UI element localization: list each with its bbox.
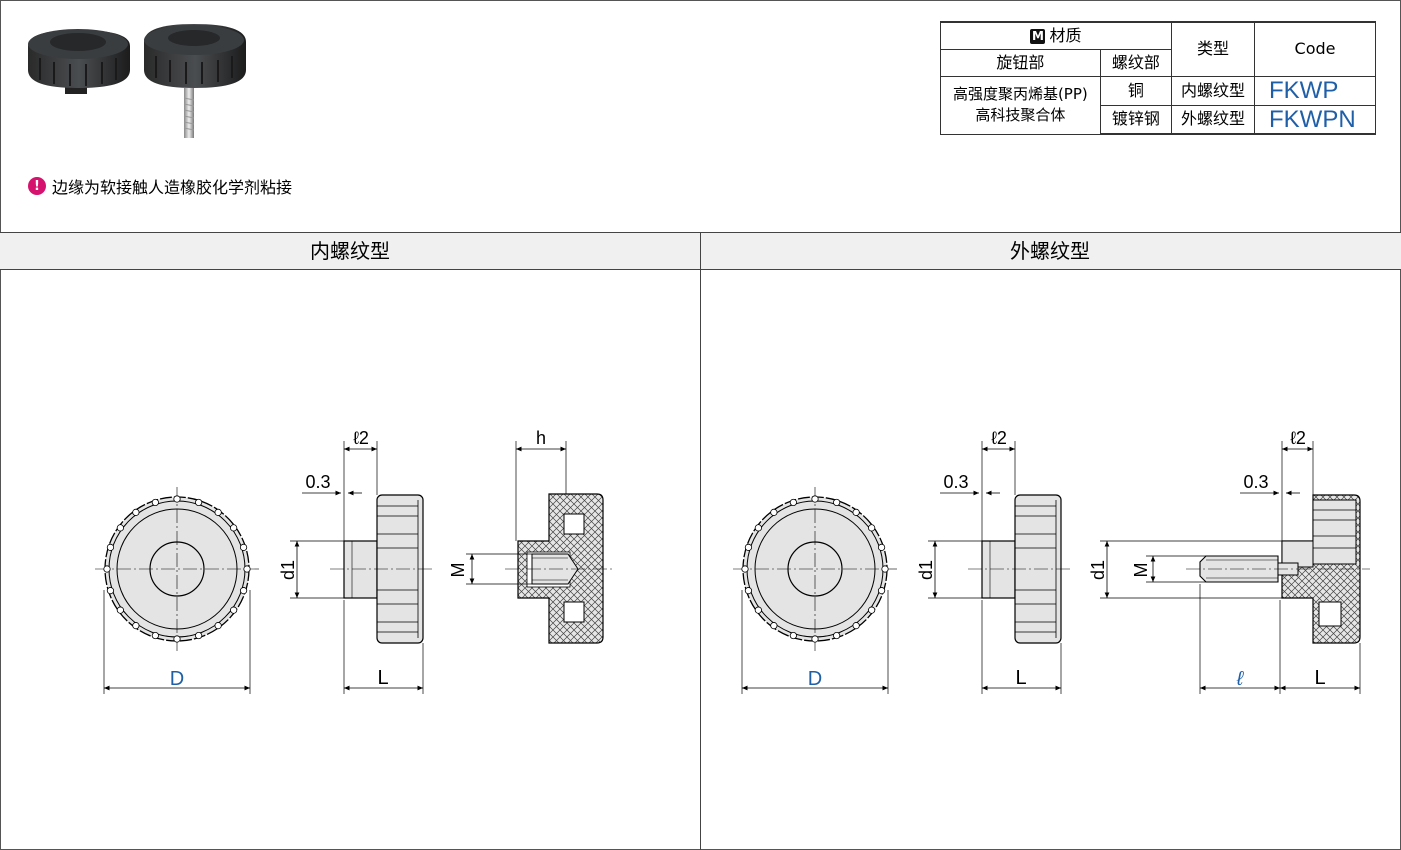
- knurl-notch: [852, 622, 860, 630]
- knurl-notch: [230, 606, 238, 614]
- knurl-notch: [741, 565, 749, 573]
- drawing-internal-side-view: d1 ℓ2 0.3 L: [278, 428, 432, 694]
- dim-l2-label: ℓ2: [353, 428, 369, 448]
- knurl-notch: [881, 565, 889, 573]
- knurl-notch: [868, 524, 876, 532]
- knob-header: 旋钮部: [940, 49, 1101, 77]
- knurl-notch: [833, 498, 841, 507]
- exclamation-icon: !: [28, 177, 46, 195]
- knurl-notch: [106, 543, 115, 551]
- knurl-notch: [868, 606, 876, 614]
- knurl-notch: [243, 565, 251, 573]
- thread-header: 螺纹部: [1099, 49, 1173, 77]
- dim-l-label: ℓ: [1236, 668, 1245, 690]
- dim-M-label: M: [448, 563, 468, 578]
- note-text: 边缘为软接触人造橡胶化学剂粘接: [52, 178, 293, 197]
- drawing-external-section-view: ℓ2 0.3 d1 M ℓ L: [1088, 428, 1370, 694]
- knob-external-photo: [144, 24, 246, 138]
- knurl-notch: [132, 622, 140, 630]
- knurl-notch: [754, 524, 762, 532]
- knurl-notch: [754, 606, 762, 614]
- dim-D-label: D: [808, 668, 822, 690]
- dim-d1-label: d1: [916, 560, 936, 580]
- m-badge: M: [1030, 28, 1046, 44]
- knurl-notch: [151, 631, 159, 640]
- knurl-notch: [173, 495, 181, 503]
- drawing-external-side-view: d1 ℓ2 0.3 L: [916, 428, 1070, 694]
- knurl-notch: [195, 631, 203, 640]
- dim-L-label: L: [1314, 667, 1325, 689]
- drawing-internal-front-view: D: [95, 487, 259, 694]
- knurl-notch: [811, 635, 819, 643]
- knurl-notch: [230, 524, 238, 532]
- knurl-notch: [173, 635, 181, 643]
- dim-M-label: M: [1131, 563, 1151, 578]
- dim-gap-label: 0.3: [305, 472, 330, 492]
- code-cell[interactable]: FKWPN: [1254, 104, 1376, 136]
- drawing-external-front-view: D: [733, 487, 897, 694]
- dim-L-label: L: [377, 667, 388, 689]
- dim-d1-label: d1: [1088, 560, 1108, 580]
- thread-material-cell: 镀锌钢: [1099, 104, 1173, 136]
- section-title-external: 外螺纹型: [1010, 239, 1090, 263]
- knurl-notch: [877, 543, 886, 551]
- knurl-notch: [106, 587, 115, 595]
- type-cell: 内螺纹型: [1171, 76, 1255, 106]
- section-title-internal: 内螺纹型: [310, 239, 390, 263]
- code-cell[interactable]: FKWP: [1254, 76, 1376, 106]
- knurl-notch: [770, 508, 778, 516]
- dim-l2-label: ℓ2: [991, 428, 1007, 448]
- knurl-notch: [214, 622, 222, 630]
- drawing-internal-section-view: h M: [448, 428, 612, 644]
- knurl-notch: [151, 498, 159, 507]
- knurl-notch: [811, 495, 819, 503]
- dim-gap-label: 0.3: [1243, 472, 1268, 492]
- knurl-notch: [744, 543, 753, 551]
- knurl-notch: [239, 587, 248, 595]
- dim-D-label: D: [170, 668, 184, 690]
- dim-L-label: L: [1015, 667, 1026, 689]
- knurl-notch: [116, 524, 124, 532]
- knurl-notch: [789, 498, 797, 507]
- knurl-notch: [744, 587, 753, 595]
- knurl-notch: [789, 631, 797, 640]
- knurl-notch: [239, 543, 248, 551]
- dim-d1-label: d1: [278, 560, 298, 580]
- thread-material-cell: 铜: [1099, 76, 1173, 106]
- dim-gap-label: 0.3: [943, 472, 968, 492]
- code-header: Code: [1254, 21, 1376, 77]
- type-header: 类型: [1171, 21, 1255, 77]
- dim-l2-label: ℓ2: [1290, 428, 1306, 448]
- knurl-notch: [195, 498, 203, 507]
- type-cell: 外螺纹型: [1171, 104, 1255, 136]
- knurl-notch: [877, 587, 886, 595]
- knob-material-cell: 高强度聚丙烯基(PP) 高科技聚合体: [940, 76, 1101, 135]
- knurl-notch: [852, 508, 860, 516]
- dim-h-label: h: [536, 428, 546, 448]
- knurl-notch: [214, 508, 222, 516]
- knurl-notch: [116, 606, 124, 614]
- product-photo: [28, 24, 246, 138]
- knurl-notch: [103, 565, 111, 573]
- knob-internal-photo: [28, 29, 130, 94]
- knurl-notch: [132, 508, 140, 516]
- technical-drawings: D d1 ℓ2 0.3 L: [95, 428, 1370, 694]
- section-divider: [700, 232, 701, 850]
- note: ! 边缘为软接触人造橡胶化学剂粘接: [28, 174, 292, 198]
- knurl-notch: [833, 631, 841, 640]
- knurl-notch: [770, 622, 778, 630]
